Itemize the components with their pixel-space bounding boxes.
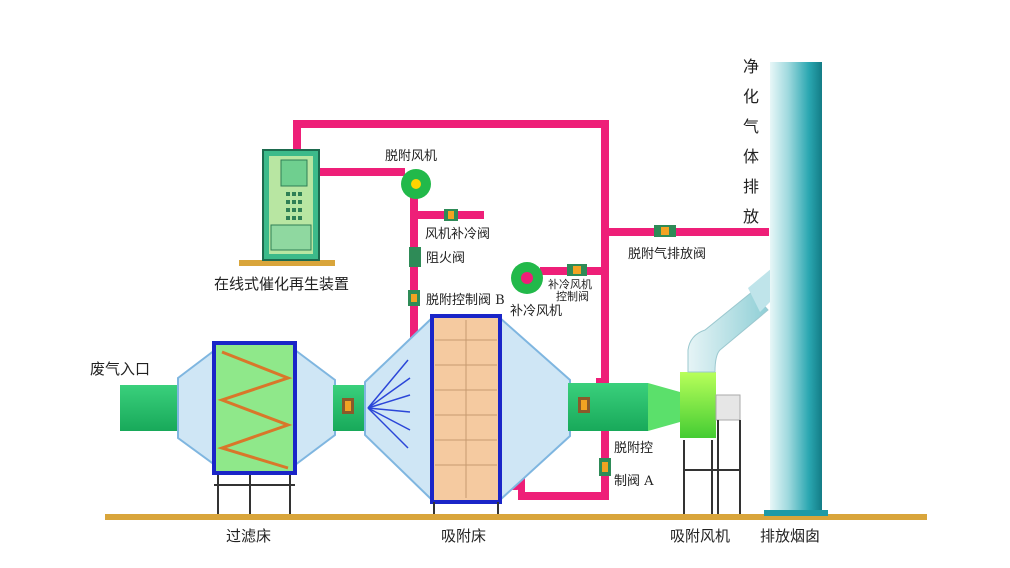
clean-gas-char: 放 xyxy=(743,207,759,226)
label-adsorption-fan: 吸附风机 xyxy=(670,527,730,545)
label-catalytic-unit: 在线式催化再生装置 xyxy=(214,275,349,293)
label-cooling-fan-valve-1: 补冷风机 xyxy=(548,277,592,291)
label-cooling-fan: 补冷风机 xyxy=(510,304,562,319)
clean-gas-char: 排 xyxy=(743,177,759,196)
label-desorption-valve-a-1: 脱附控 xyxy=(614,441,653,456)
valve-cooling xyxy=(444,209,458,221)
clean-gas-char: 净 xyxy=(743,57,759,76)
adsorption-hood-right xyxy=(499,315,571,503)
valve-fire-damper xyxy=(409,247,421,267)
filter-bed-unit xyxy=(212,341,297,514)
valve-desorption-b xyxy=(408,290,420,306)
label-adsorption-bed: 吸附床 xyxy=(441,527,486,545)
filter-hood-right xyxy=(294,348,336,467)
label-desorption-valve-a-2: 制阀 A xyxy=(614,474,654,489)
label-exhaust-inlet: 废气入口 xyxy=(90,360,150,378)
desorption-fan xyxy=(401,169,431,199)
fan-inlet-cone xyxy=(648,383,680,431)
valves xyxy=(408,209,676,476)
label-clean-gas-vertical: 净 化 气 体 排 放 xyxy=(743,57,759,226)
label-desorption-exhaust-valve: 脱附气排放阀 xyxy=(628,246,706,262)
valve-cooling-fan xyxy=(567,264,587,276)
valve-desorption-a xyxy=(599,458,611,476)
valve-exhaust xyxy=(654,225,676,237)
catalytic-regeneration-unit xyxy=(239,149,335,266)
label-fire-damper: 阻火阀 xyxy=(426,251,465,266)
filter-hood-left xyxy=(177,347,216,467)
inlet-duct xyxy=(120,385,178,431)
clean-gas-char: 化 xyxy=(743,87,759,106)
cooling-fan xyxy=(511,262,543,294)
clean-gas-char: 气 xyxy=(743,117,759,136)
diffuser-lines xyxy=(367,359,411,449)
label-desorption-fan: 脱附风机 xyxy=(385,149,437,164)
label-cooling-fan-valve-2: 控制阀 xyxy=(556,289,589,303)
exhaust-stack xyxy=(764,62,828,516)
adsorption-fan-unit xyxy=(680,268,772,514)
adsorption-bed-unit xyxy=(430,314,502,514)
label-fan-cooling-valve: 风机补冷阀 xyxy=(425,227,490,242)
label-stack: 排放烟囱 xyxy=(760,527,820,545)
label-desorption-valve-b: 脱附控制阀 B xyxy=(426,293,505,308)
label-filter-bed: 过滤床 xyxy=(226,527,271,545)
ground-line xyxy=(105,514,927,520)
clean-gas-char: 体 xyxy=(743,147,759,166)
